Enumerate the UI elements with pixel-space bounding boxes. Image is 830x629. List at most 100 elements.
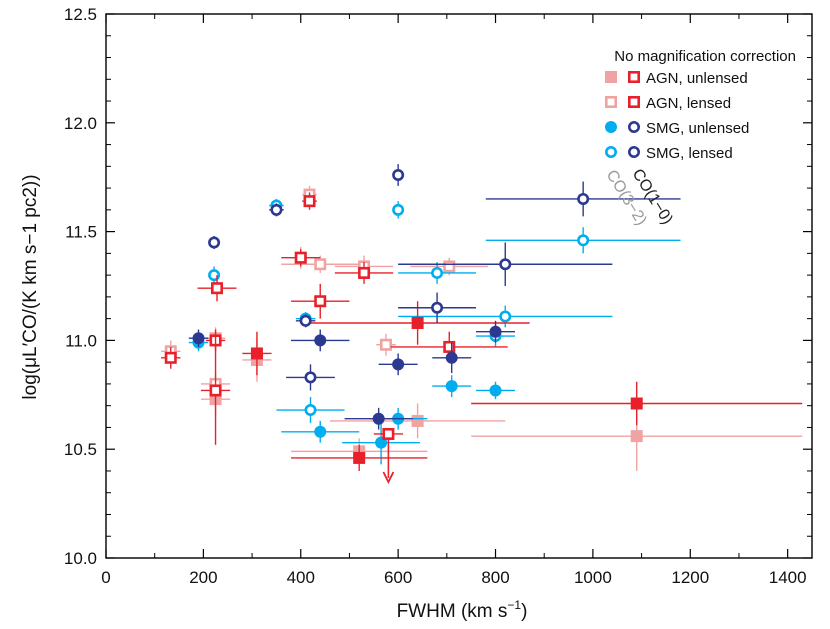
agn_lensed_co10-point [197, 275, 237, 302]
smg_unlensed_co10-point [291, 329, 350, 352]
y-axis-label: log(μL′CO/(K km s−1 pc2)) [20, 174, 41, 399]
x-tick-label: 0 [101, 568, 110, 587]
x-axis-label: FWHM (km s−1) [397, 598, 528, 622]
agn_lensed_co10-marker [314, 295, 327, 308]
y-tick-label: 12.5 [64, 5, 97, 24]
plot-frame [105, 13, 813, 559]
agn_lensed_co10-point [291, 283, 350, 319]
smg_lensed_co32-point [485, 227, 681, 254]
smg_unlensed_co10-point [476, 320, 515, 343]
smg_lensed_co32-point [276, 396, 345, 424]
agn_lensed_co10-point [161, 346, 181, 369]
agn_lensed_co10-marker [164, 351, 177, 364]
agn_lensed_co10-marker [303, 195, 316, 208]
agn_lensed_co10-marker [211, 282, 224, 295]
smg_lensed_co10-point [392, 164, 405, 186]
agn_unlensed_co10-point [305, 301, 530, 345]
smg_unlensed_co32-point [476, 381, 515, 400]
agn_lensed_co32-point [376, 333, 396, 356]
smg_unlensed_co32-point [281, 420, 360, 443]
agn_unlensed_co10-point [242, 331, 272, 376]
legend-marker-co32 [605, 71, 617, 83]
agn_unlensed_co32-marker [630, 430, 643, 443]
x-tick-label: 1400 [769, 568, 807, 587]
agn_unlensed_co32-point [329, 403, 506, 439]
agn_lensed_co32-marker [314, 258, 327, 271]
x-tick-label: 800 [481, 568, 509, 587]
smg_lensed_co10-point [398, 242, 613, 286]
legend-entry: AGN, unlensed [646, 70, 748, 87]
legend-marker-co10 [627, 146, 640, 159]
legend-marker-co10 [627, 96, 640, 109]
smg_lensed_co10-marker [431, 301, 444, 314]
smg_unlensed_co10-point [378, 353, 418, 376]
agn_lensed_co32-point [281, 255, 360, 273]
smg_lensed_co32-marker [392, 203, 405, 216]
legend-marker-co10 [627, 71, 640, 84]
data-marks [161, 164, 803, 484]
smg_lensed_co10-point [295, 314, 316, 328]
smg_unlensed_co32-marker [314, 425, 327, 438]
smg_lensed_co32-point [208, 266, 221, 284]
y-tick-label: 10.5 [64, 440, 97, 459]
x-tick-label: 1000 [574, 568, 612, 587]
agn_lensed_co32-marker [379, 338, 392, 351]
legend-marker-co32 [604, 96, 617, 109]
agn_lensed_co32-point [410, 257, 489, 276]
upper-limit-arrow [382, 471, 395, 484]
legend-marker-co10 [627, 121, 640, 134]
smg_unlensed_co10-marker [445, 351, 458, 364]
smg_lensed_co32-marker [577, 234, 590, 247]
x-tick-label: 600 [384, 568, 412, 587]
agn_unlensed_co10-marker [250, 347, 263, 360]
agn_unlensed_co10-marker [630, 397, 643, 410]
smg_unlensed_co10-marker [192, 332, 205, 345]
smg_unlensed_co10-marker [372, 412, 385, 425]
agn_unlensed_co10-marker [353, 451, 366, 464]
agn_lensed_co10-point [334, 262, 394, 284]
agn_unlensed_co10-point [291, 444, 428, 471]
smg_lensed_co32-marker [499, 310, 512, 323]
smg_unlensed_co10-point [188, 329, 209, 347]
smg_lensed_co10-marker [577, 192, 590, 205]
smg_unlensed_co10-marker [392, 358, 405, 371]
agn_lensed_co10-marker [209, 384, 222, 397]
agn_unlensed_co10-point [471, 381, 803, 426]
legend-title: No magnification correction [614, 48, 796, 65]
legend-entry: SMG, unlensed [646, 120, 749, 137]
y-tick-label: 12.0 [64, 114, 97, 133]
smg_lensed_co32-point [398, 262, 477, 284]
agn_lensed_co10-point [200, 336, 231, 445]
agn_lensed_co10-point [373, 427, 404, 484]
smg_lensed_co10-marker [304, 371, 317, 384]
smg_unlensed_co32-marker [489, 384, 502, 397]
smg_lensed_co10-point [398, 292, 477, 323]
agn_lensed_co10-marker [294, 251, 307, 264]
agn_lensed_co10-marker [443, 340, 456, 353]
agn_lensed_co32-marker [443, 260, 456, 273]
x-tick-label: 400 [287, 568, 315, 587]
smg_lensed_co10-marker [299, 314, 312, 327]
y-tick-label: 11.0 [65, 331, 97, 350]
smg_lensed_co10-marker [208, 236, 221, 249]
smg_lensed_co32-point [398, 305, 613, 328]
smg_lensed_co10-point [208, 235, 221, 250]
smg_lensed_co10-point [269, 203, 284, 217]
smg_lensed_co32-marker [431, 266, 444, 279]
smg_unlensed_co32-point [432, 375, 472, 397]
legend-marker-co32 [604, 146, 617, 159]
y-tick-label: 10.0 [64, 549, 97, 568]
agn_lensed_co10-marker [358, 266, 371, 279]
smg_lensed_co32-point [392, 201, 405, 219]
smg_unlensed_co10-point [432, 342, 472, 374]
smg_lensed_co10-marker [499, 258, 512, 271]
legend-entry: AGN, lensed [646, 95, 731, 112]
x-tick-label: 200 [189, 568, 217, 587]
legend-marker-co32 [605, 121, 617, 133]
smg_lensed_co10-point [286, 364, 335, 391]
smg_unlensed_co10-marker [489, 325, 502, 338]
smg_unlensed_co32-marker [445, 380, 458, 393]
smg_lensed_co32-marker [304, 404, 317, 417]
